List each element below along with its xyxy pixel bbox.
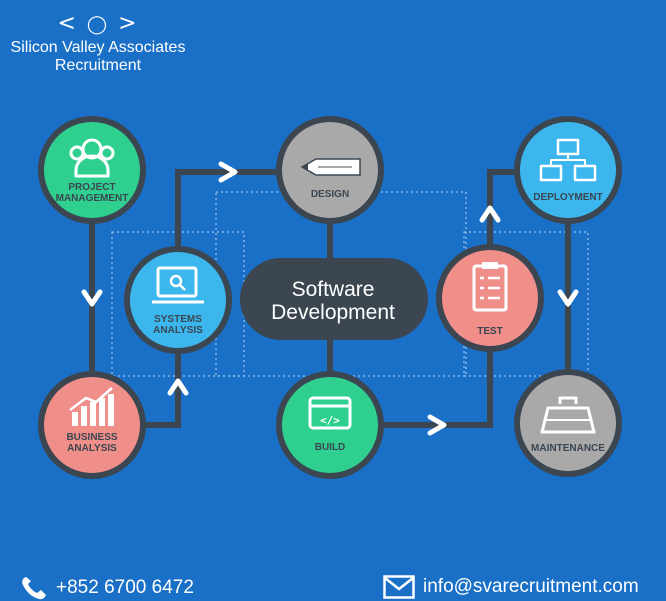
node-test: TEST — [436, 244, 544, 352]
phone-icon — [22, 577, 46, 600]
label-design: DESIGN — [311, 189, 349, 200]
label-business-analysis-2: ANALYSIS — [67, 443, 117, 454]
label-test: TEST — [477, 326, 503, 337]
team-icon — [69, 138, 115, 178]
node-maintenance: MAINTENANCE — [514, 369, 622, 477]
label-deployment: DEPLOYMENT — [533, 192, 602, 203]
dotted-frame-right — [463, 231, 589, 377]
checklist-icon — [472, 262, 508, 312]
bar-chart-icon — [69, 387, 114, 426]
arrow-down-icon — [557, 289, 579, 307]
node-project-management: PROJECT MANAGEMENT — [38, 116, 146, 224]
connector-ba-sa — [140, 350, 181, 428]
label-systems-analysis-2: ANALYSIS — [153, 325, 203, 336]
email-address: info@svarecruitment.com — [423, 576, 639, 597]
label-build: BUILD — [315, 442, 346, 453]
arrow-down-icon — [81, 289, 103, 307]
phone-contact[interactable]: +852 6700 6472 — [20, 575, 194, 601]
computer-search-icon — [152, 266, 204, 304]
center-pill — [240, 258, 428, 340]
code-window-icon: </> — [308, 396, 352, 430]
node-business-analysis: BUSINESS ANALYSIS — [38, 371, 146, 479]
pencil-icon — [300, 158, 361, 176]
label-project-management-2: MANAGEMENT — [56, 193, 129, 204]
email-contact[interactable]: info@svarecruitment.com — [383, 575, 639, 599]
network-icon — [539, 138, 597, 182]
center-title-line1: Software — [292, 278, 375, 301]
company-name: Silicon Valley Associates — [10, 39, 186, 56]
label-project-management-1: PROJECT — [68, 182, 115, 193]
node-systems-analysis: SYSTEMS ANALYSIS — [124, 246, 232, 354]
toolbox-icon — [540, 396, 596, 434]
arrow-right-icon — [218, 161, 238, 183]
connector-sa-design — [175, 169, 290, 250]
phone-number: +852 6700 6472 — [56, 577, 194, 598]
arrow-right-icon — [427, 414, 447, 436]
label-business-analysis-1: BUSINESS — [66, 432, 117, 443]
company-logo: < ◯ > Silicon Valley Associates Recruitm… — [0, 10, 196, 75]
label-systems-analysis-1: SYSTEMS — [154, 314, 202, 325]
node-design: DESIGN — [276, 116, 384, 224]
connector-build-test — [370, 340, 493, 428]
company-name-line2: Recruitment — [54, 57, 142, 74]
label-maintenance: MAINTENANCE — [531, 443, 605, 454]
arrow-up-icon — [479, 205, 501, 223]
node-deployment: DEPLOYMENT — [514, 116, 622, 224]
node-build: </> BUILD — [276, 371, 384, 479]
arrow-up-icon — [167, 378, 189, 396]
svg-text:</>: </> — [320, 414, 340, 427]
logo-mark: < ◯ > — [57, 11, 139, 36]
envelope-icon — [383, 575, 415, 599]
center-title-line2: Development — [271, 301, 395, 324]
